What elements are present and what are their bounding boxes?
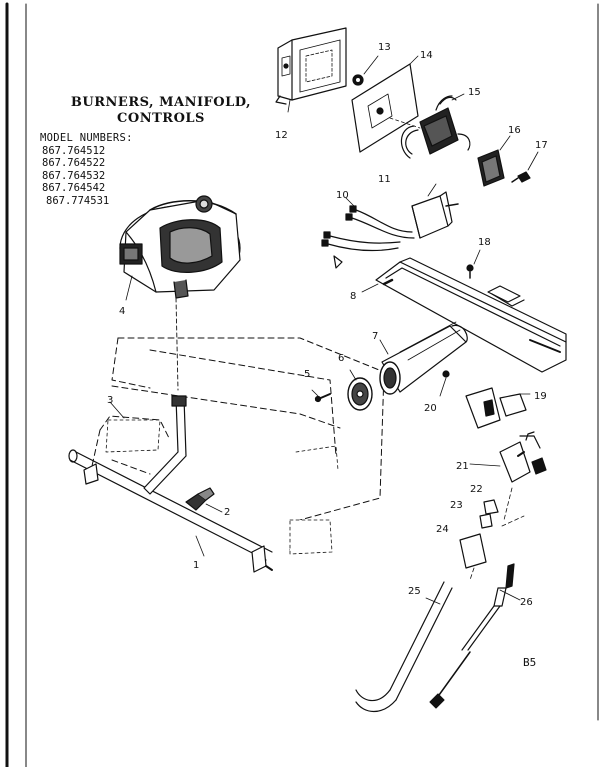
callout-2: 2 (224, 507, 230, 518)
callout-17: 17 (535, 140, 548, 151)
callout-20: 20 (424, 403, 437, 414)
callout-26: 26 (520, 597, 533, 608)
switch-part (477, 135, 511, 187)
thermocouple-part (429, 563, 521, 709)
model-number: 867.764542 (42, 182, 106, 194)
diagram-title: BURNERS, MANIFOLD, CONTROLS (70, 95, 252, 126)
burner-tray-brackets (105, 401, 339, 555)
callout-15: 15 (468, 87, 481, 98)
pilot-tube-part (355, 581, 453, 713)
callout-3: 3 (107, 395, 113, 406)
callout-labels: 1 2 3 4 5 6 7 8 10 11 12 13 14 15 16 17 … (107, 42, 548, 669)
orifice-part (185, 487, 223, 513)
model-number: 867.764522 (42, 157, 106, 169)
callout-25: 25 (408, 586, 421, 597)
callout-22: 22 (470, 484, 483, 495)
callout-18: 18 (478, 237, 491, 248)
callout-10: 10 (336, 190, 349, 201)
callout-19: 19 (534, 391, 547, 402)
control-rail-part (361, 249, 567, 373)
model-number: 867.774531 (46, 194, 110, 207)
pin-part (439, 370, 450, 397)
ignition-module-part (400, 93, 471, 159)
page-reference: B5 (523, 656, 536, 669)
model-numbers-block: MODEL NUMBERS: 867.764512 867.764522 867… (40, 132, 133, 207)
model-number: 867.764532 (42, 169, 106, 182)
callout-24: 24 (436, 524, 449, 535)
callout-8: 8 (350, 291, 356, 302)
page-border (5, 2, 599, 767)
bracket-part (275, 27, 347, 113)
callout-13: 13 (378, 42, 391, 53)
screw-part (511, 151, 539, 183)
callout-1: 1 (193, 560, 199, 571)
mounting-plate-part (351, 55, 421, 153)
callout-5: 5 (304, 369, 310, 380)
callout-21: 21 (456, 461, 469, 472)
gas-valve-part (119, 195, 241, 391)
pilot-assembly-part (469, 431, 547, 483)
transformer-part (411, 183, 459, 239)
callout-16: 16 (508, 125, 521, 136)
callout-6: 6 (338, 353, 344, 364)
air-shutter-part (347, 369, 373, 411)
callout-4: 4 (119, 306, 125, 317)
nut-part (352, 55, 379, 86)
pilot-bracket-part (465, 387, 531, 429)
manifold-pipe-part (68, 449, 273, 573)
model-number: 867.764512 (42, 144, 106, 157)
model-numbers-heading: MODEL NUMBERS: (40, 132, 133, 144)
burner-part (379, 321, 468, 395)
wire-harness-part (321, 197, 415, 269)
callout-14: 14 (420, 50, 433, 61)
callout-7: 7 (372, 331, 378, 342)
supply-pipe-part (143, 395, 187, 495)
callout-11: 11 (378, 174, 391, 185)
callout-12: 12 (275, 130, 288, 141)
callout-23: 23 (450, 500, 463, 511)
pilot-fittings-part (459, 487, 525, 581)
screw-part (311, 389, 331, 403)
